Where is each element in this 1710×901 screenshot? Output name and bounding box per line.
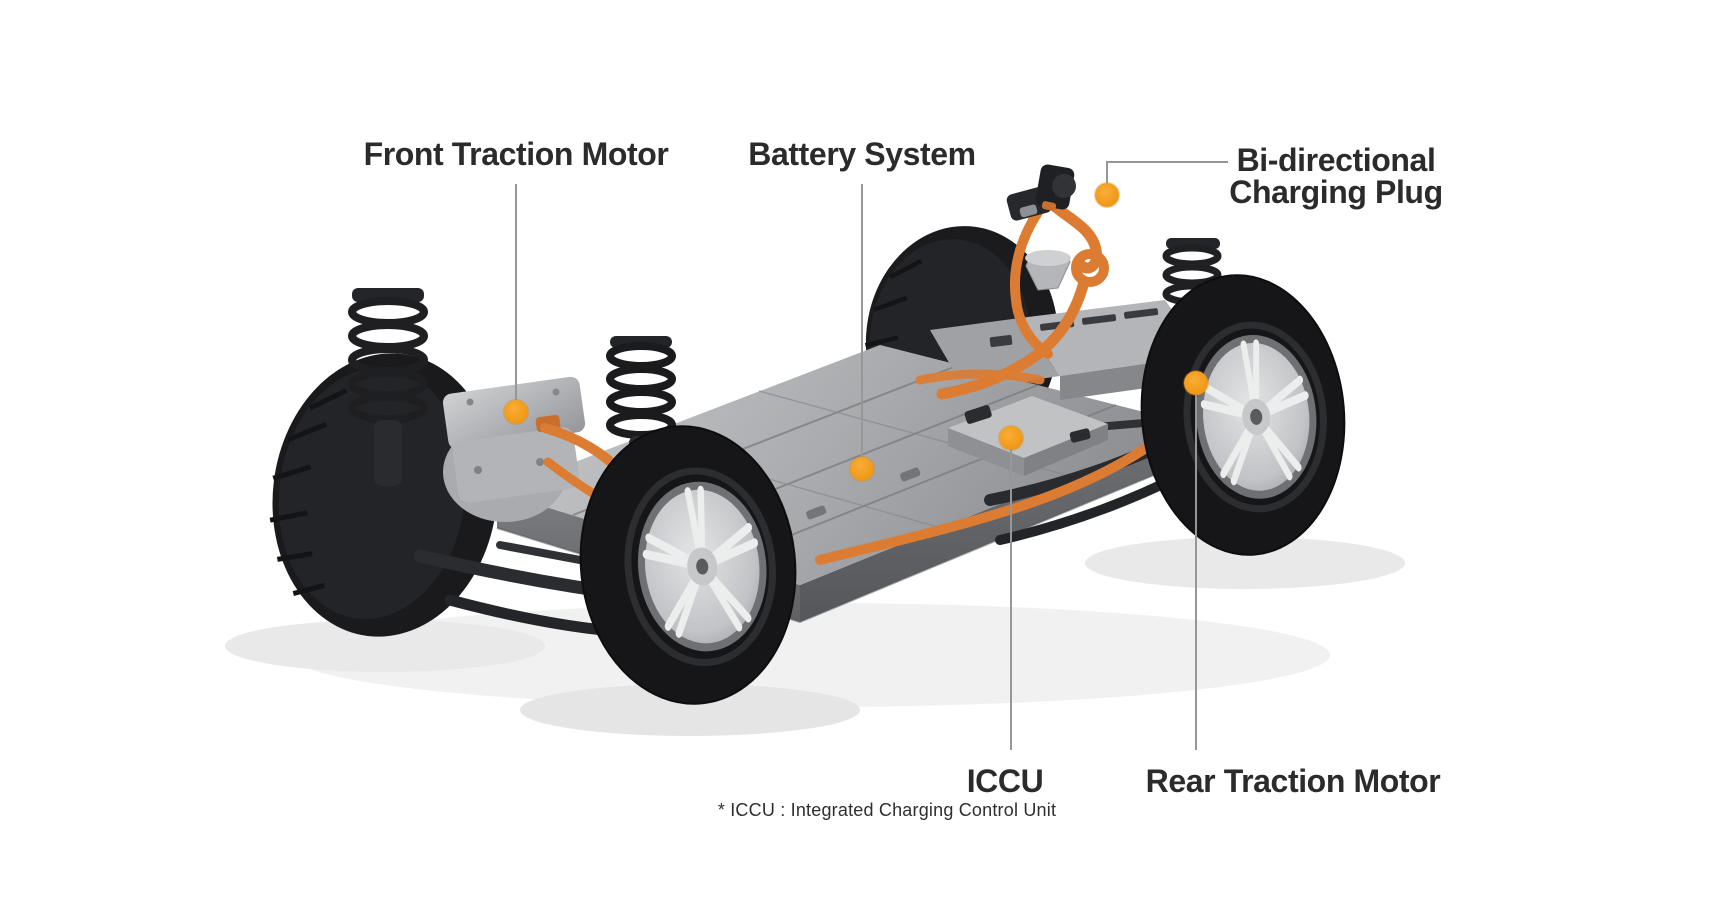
charging-plug-assembly <box>1006 164 1076 221</box>
label-bidirectional-line1: Bi-directional <box>1236 142 1436 178</box>
leader-line-bidirectional-horizontal <box>1106 161 1228 163</box>
marker-dot-iccu <box>999 426 1023 450</box>
front-suspension-strut <box>348 288 428 486</box>
wheel-rear-near <box>1140 274 1346 556</box>
marker-dot-front-traction-motor <box>504 400 528 424</box>
marker-dot-battery-system <box>850 457 874 481</box>
label-bidirectional-charging-plug: Bi-directional Charging Plug <box>1229 142 1443 210</box>
marker-dot-rear-traction-motor <box>1184 371 1208 395</box>
leader-line-bidirectional-vertical <box>1106 161 1108 184</box>
label-rear-traction-motor: Rear Traction Motor <box>1145 763 1441 799</box>
rear-strut-mount <box>1025 250 1071 291</box>
leader-line-battery-system <box>861 184 863 458</box>
leader-line-front-traction-motor <box>515 184 517 401</box>
leader-line-iccu <box>1010 449 1012 750</box>
label-iccu: ICCU <box>966 763 1044 799</box>
label-battery-system: Battery System <box>748 136 976 172</box>
hv-cables <box>815 194 1183 565</box>
ground-shadow <box>225 448 1405 736</box>
marker-dot-bidirectional-charging-plug <box>1095 183 1119 207</box>
label-bidirectional-line2: Charging Plug <box>1229 174 1443 210</box>
leader-line-rear-traction-motor <box>1195 394 1197 750</box>
wheel-front-near <box>579 425 797 705</box>
label-front-traction-motor: Front Traction Motor <box>363 136 669 172</box>
iccu-footnote: * ICCU : Integrated Charging Control Uni… <box>717 800 1057 820</box>
iccu-unit <box>948 396 1108 476</box>
